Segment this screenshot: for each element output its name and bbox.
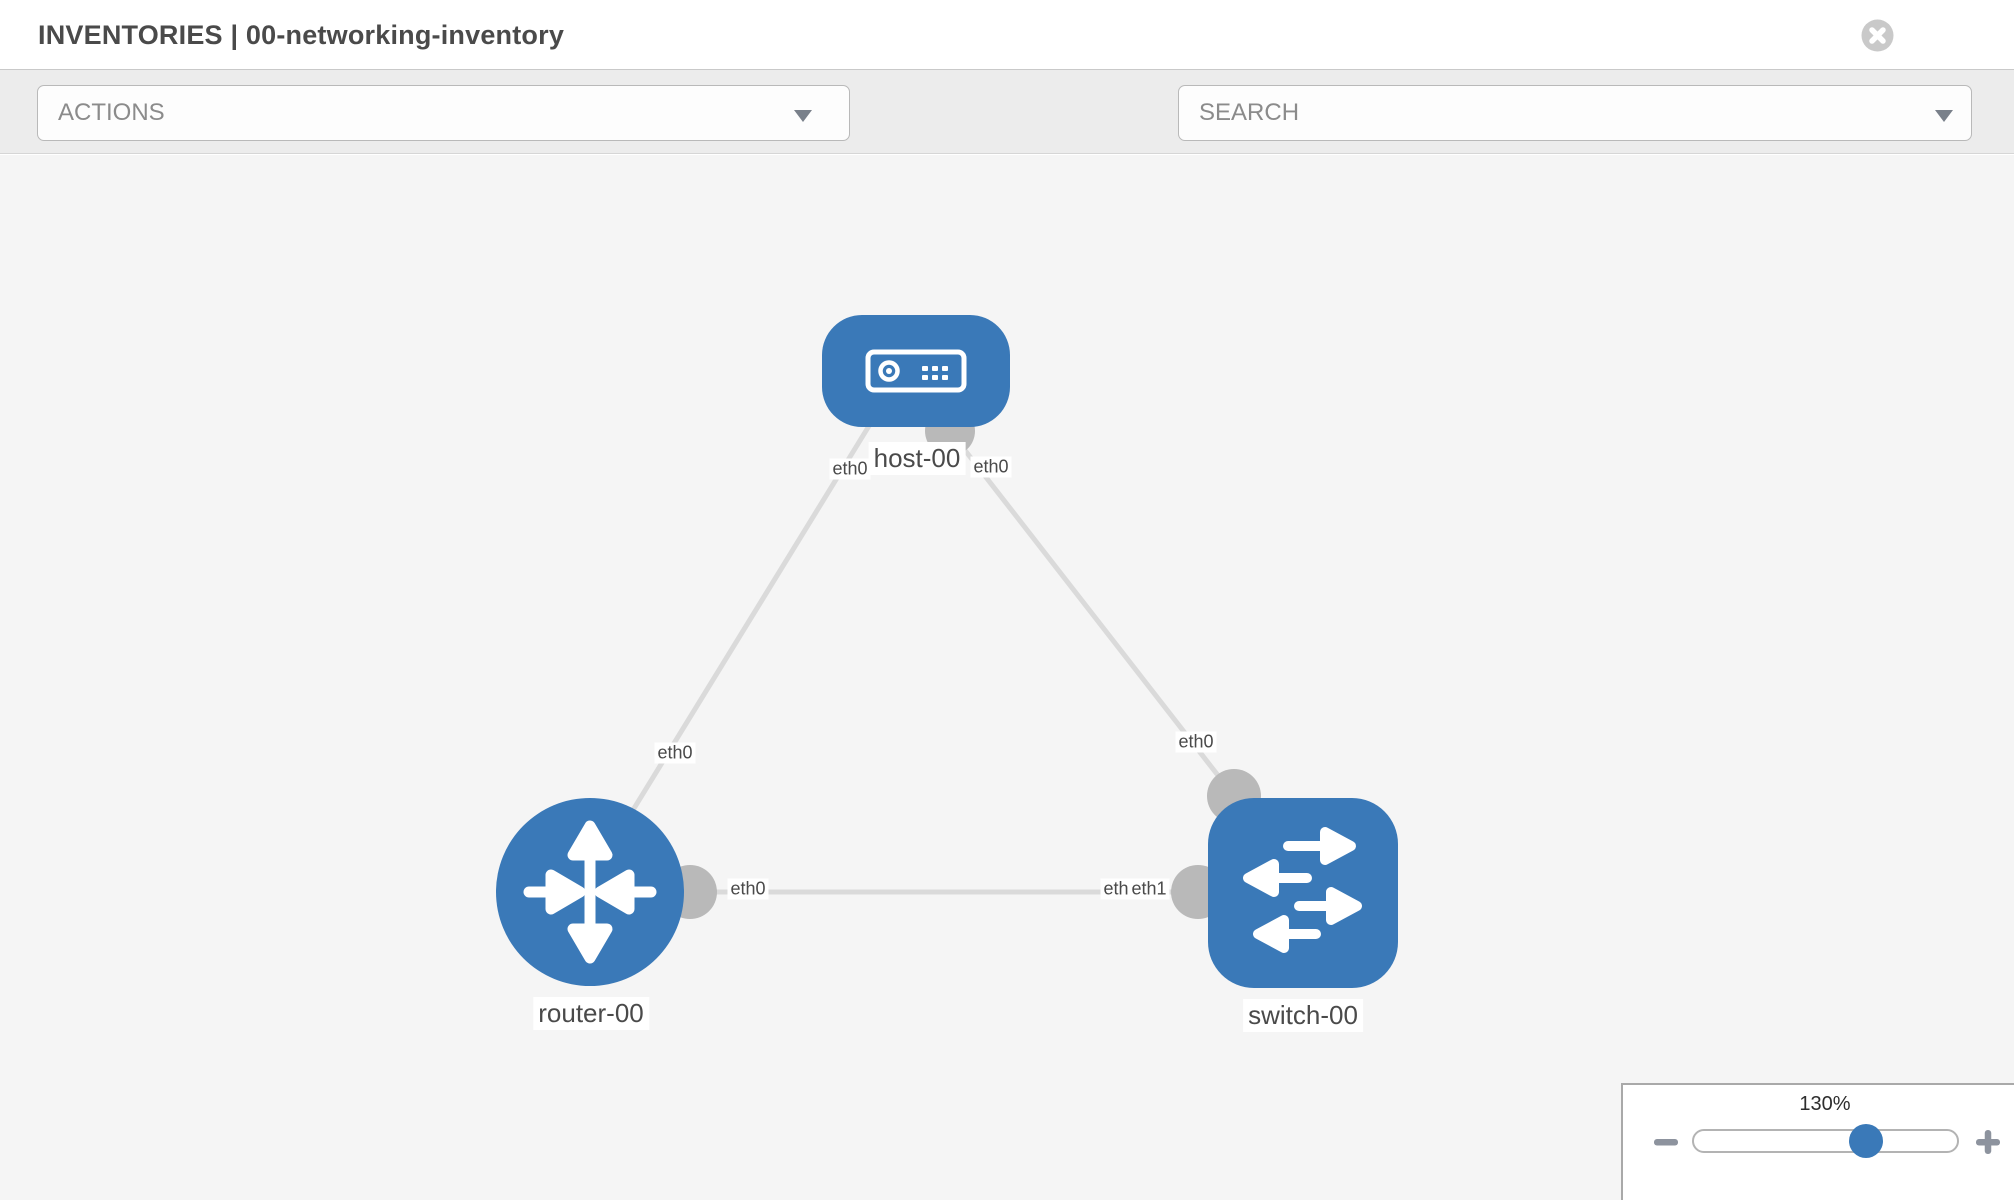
minus-icon — [1654, 1138, 1678, 1145]
topology-links-layer — [590, 406, 1300, 919]
node-label-switch: switch-00 — [1243, 999, 1363, 1032]
search-input[interactable] — [1199, 87, 1899, 139]
close-button[interactable] — [1861, 19, 1894, 52]
zoom-in-button[interactable] — [1971, 1126, 2005, 1160]
interface-label-link-router-host: eth0 — [654, 742, 696, 764]
page-title: INVENTORIES | 00-networking-inventory — [38, 20, 565, 50]
switch-icon — [1243, 827, 1362, 953]
topology-canvas[interactable]: host-00 router-00 switch-00 eth0 eth0 et… — [0, 155, 2014, 1200]
toolbar: ACTIONS — [0, 70, 2014, 201]
zoom-panel: 130% — [1621, 1083, 2014, 1200]
zoom-out-button[interactable] — [1649, 1126, 1683, 1160]
router-icon — [523, 820, 657, 964]
interface-label-host-left: eth0 — [829, 458, 871, 480]
interface-label-link-host-switch: eth0 — [1175, 731, 1217, 753]
zoom-slider-track[interactable] — [1692, 1124, 1959, 1158]
node-host-00[interactable] — [822, 315, 1010, 427]
caret-down-icon — [794, 110, 812, 122]
host-icon — [865, 349, 967, 393]
close-icon — [1861, 19, 1894, 52]
interface-label-router-right: eth0 — [727, 878, 769, 900]
node-switch-00[interactable] — [1208, 798, 1398, 988]
search-dropdown[interactable] — [1178, 85, 1972, 141]
caret-down-icon — [1935, 110, 1953, 122]
page-header: INVENTORIES | 00-networking-inventory — [0, 0, 2014, 70]
node-label-router: router-00 — [533, 997, 649, 1030]
plus-icon — [1976, 1129, 2000, 1154]
interface-label-host-right: eth0 — [970, 456, 1012, 478]
interface-label-switch-eth1: eth1 — [1128, 878, 1170, 900]
actions-dropdown-label: ACTIONS — [58, 99, 165, 126]
actions-dropdown[interactable]: ACTIONS — [37, 85, 850, 141]
node-router-00[interactable] — [496, 798, 684, 986]
node-label-host: host-00 — [868, 442, 966, 475]
zoom-slider-thumb[interactable] — [1849, 1124, 1883, 1158]
zoom-level: 130% — [1799, 1093, 1851, 1115]
